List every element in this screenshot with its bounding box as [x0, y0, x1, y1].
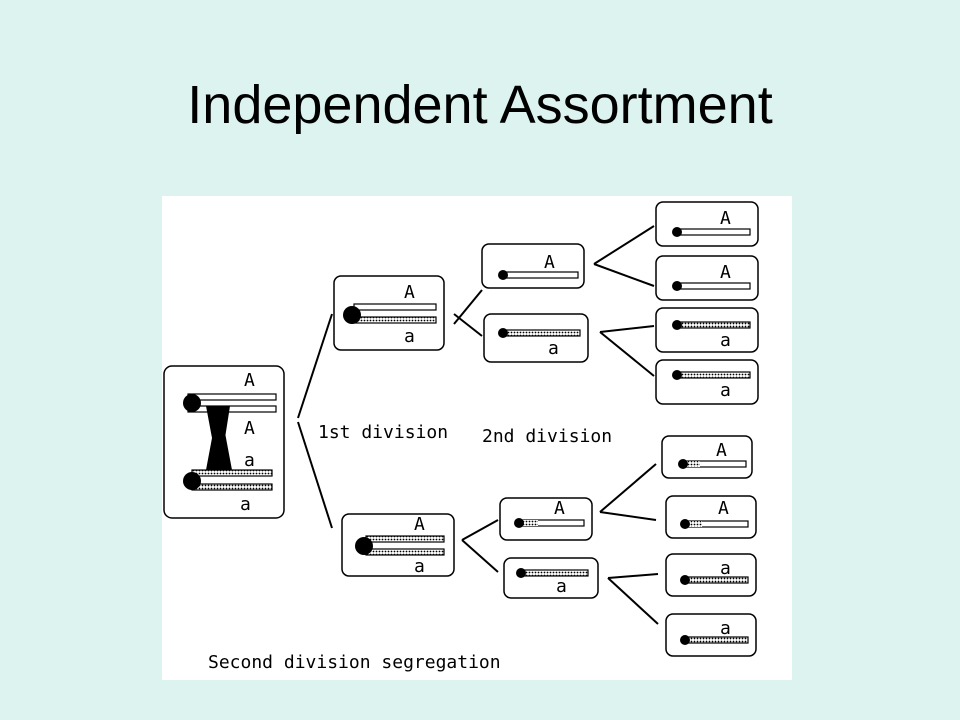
allele-label: a	[720, 558, 731, 579]
cell-2nd-division-3: A	[499, 497, 593, 541]
allele-label: a	[720, 618, 731, 639]
cell-1st-division-bottom: A a	[341, 513, 455, 577]
allele-label: A	[244, 418, 255, 439]
product-cell-5: A	[661, 435, 753, 479]
product-cell-3: a	[655, 307, 759, 353]
product-cell-8: a	[665, 613, 757, 657]
parent-cell: A A a a	[163, 365, 285, 519]
second-division-label: 2nd division	[482, 426, 612, 447]
branch-lines	[297, 225, 659, 625]
first-division-label: 1st division	[318, 422, 448, 443]
allele-label: A	[716, 440, 727, 461]
allele-label: A	[544, 252, 555, 273]
product-cell-2: A	[655, 255, 759, 301]
diagram-caption: Second division segregation	[208, 652, 501, 673]
meiosis-diagram: A A a a A a A a A a	[162, 196, 792, 680]
allele-label: A	[404, 282, 415, 303]
product-cell-6: A	[665, 495, 757, 539]
cell-2nd-division-1: A	[481, 243, 585, 289]
allele-label: A	[720, 208, 731, 229]
cell-2nd-division-4: a	[503, 557, 599, 599]
allele-label: A	[414, 514, 425, 535]
allele-label: A	[720, 262, 731, 283]
cell-1st-division-top: A a	[333, 275, 445, 351]
allele-label: A	[554, 498, 565, 519]
product-cell-4: a	[655, 359, 759, 405]
cell-2nd-division-2: a	[483, 313, 589, 363]
product-cell-1: A	[655, 201, 759, 247]
allele-label: a	[240, 494, 251, 515]
allele-label: A	[718, 498, 729, 519]
allele-label: a	[556, 576, 567, 597]
centromere	[343, 306, 361, 324]
allele-label: a	[244, 450, 255, 471]
centromere	[183, 472, 201, 490]
allele-label: a	[720, 380, 731, 401]
slide-title: Independent Assortment	[187, 75, 773, 135]
allele-label: A	[244, 370, 255, 391]
centromere	[355, 537, 373, 555]
allele-label: a	[548, 338, 559, 359]
allele-label: a	[404, 326, 415, 347]
allele-label: a	[720, 330, 731, 351]
allele-label: a	[414, 556, 425, 577]
centromere	[183, 394, 201, 412]
product-cell-7: a	[665, 553, 757, 597]
